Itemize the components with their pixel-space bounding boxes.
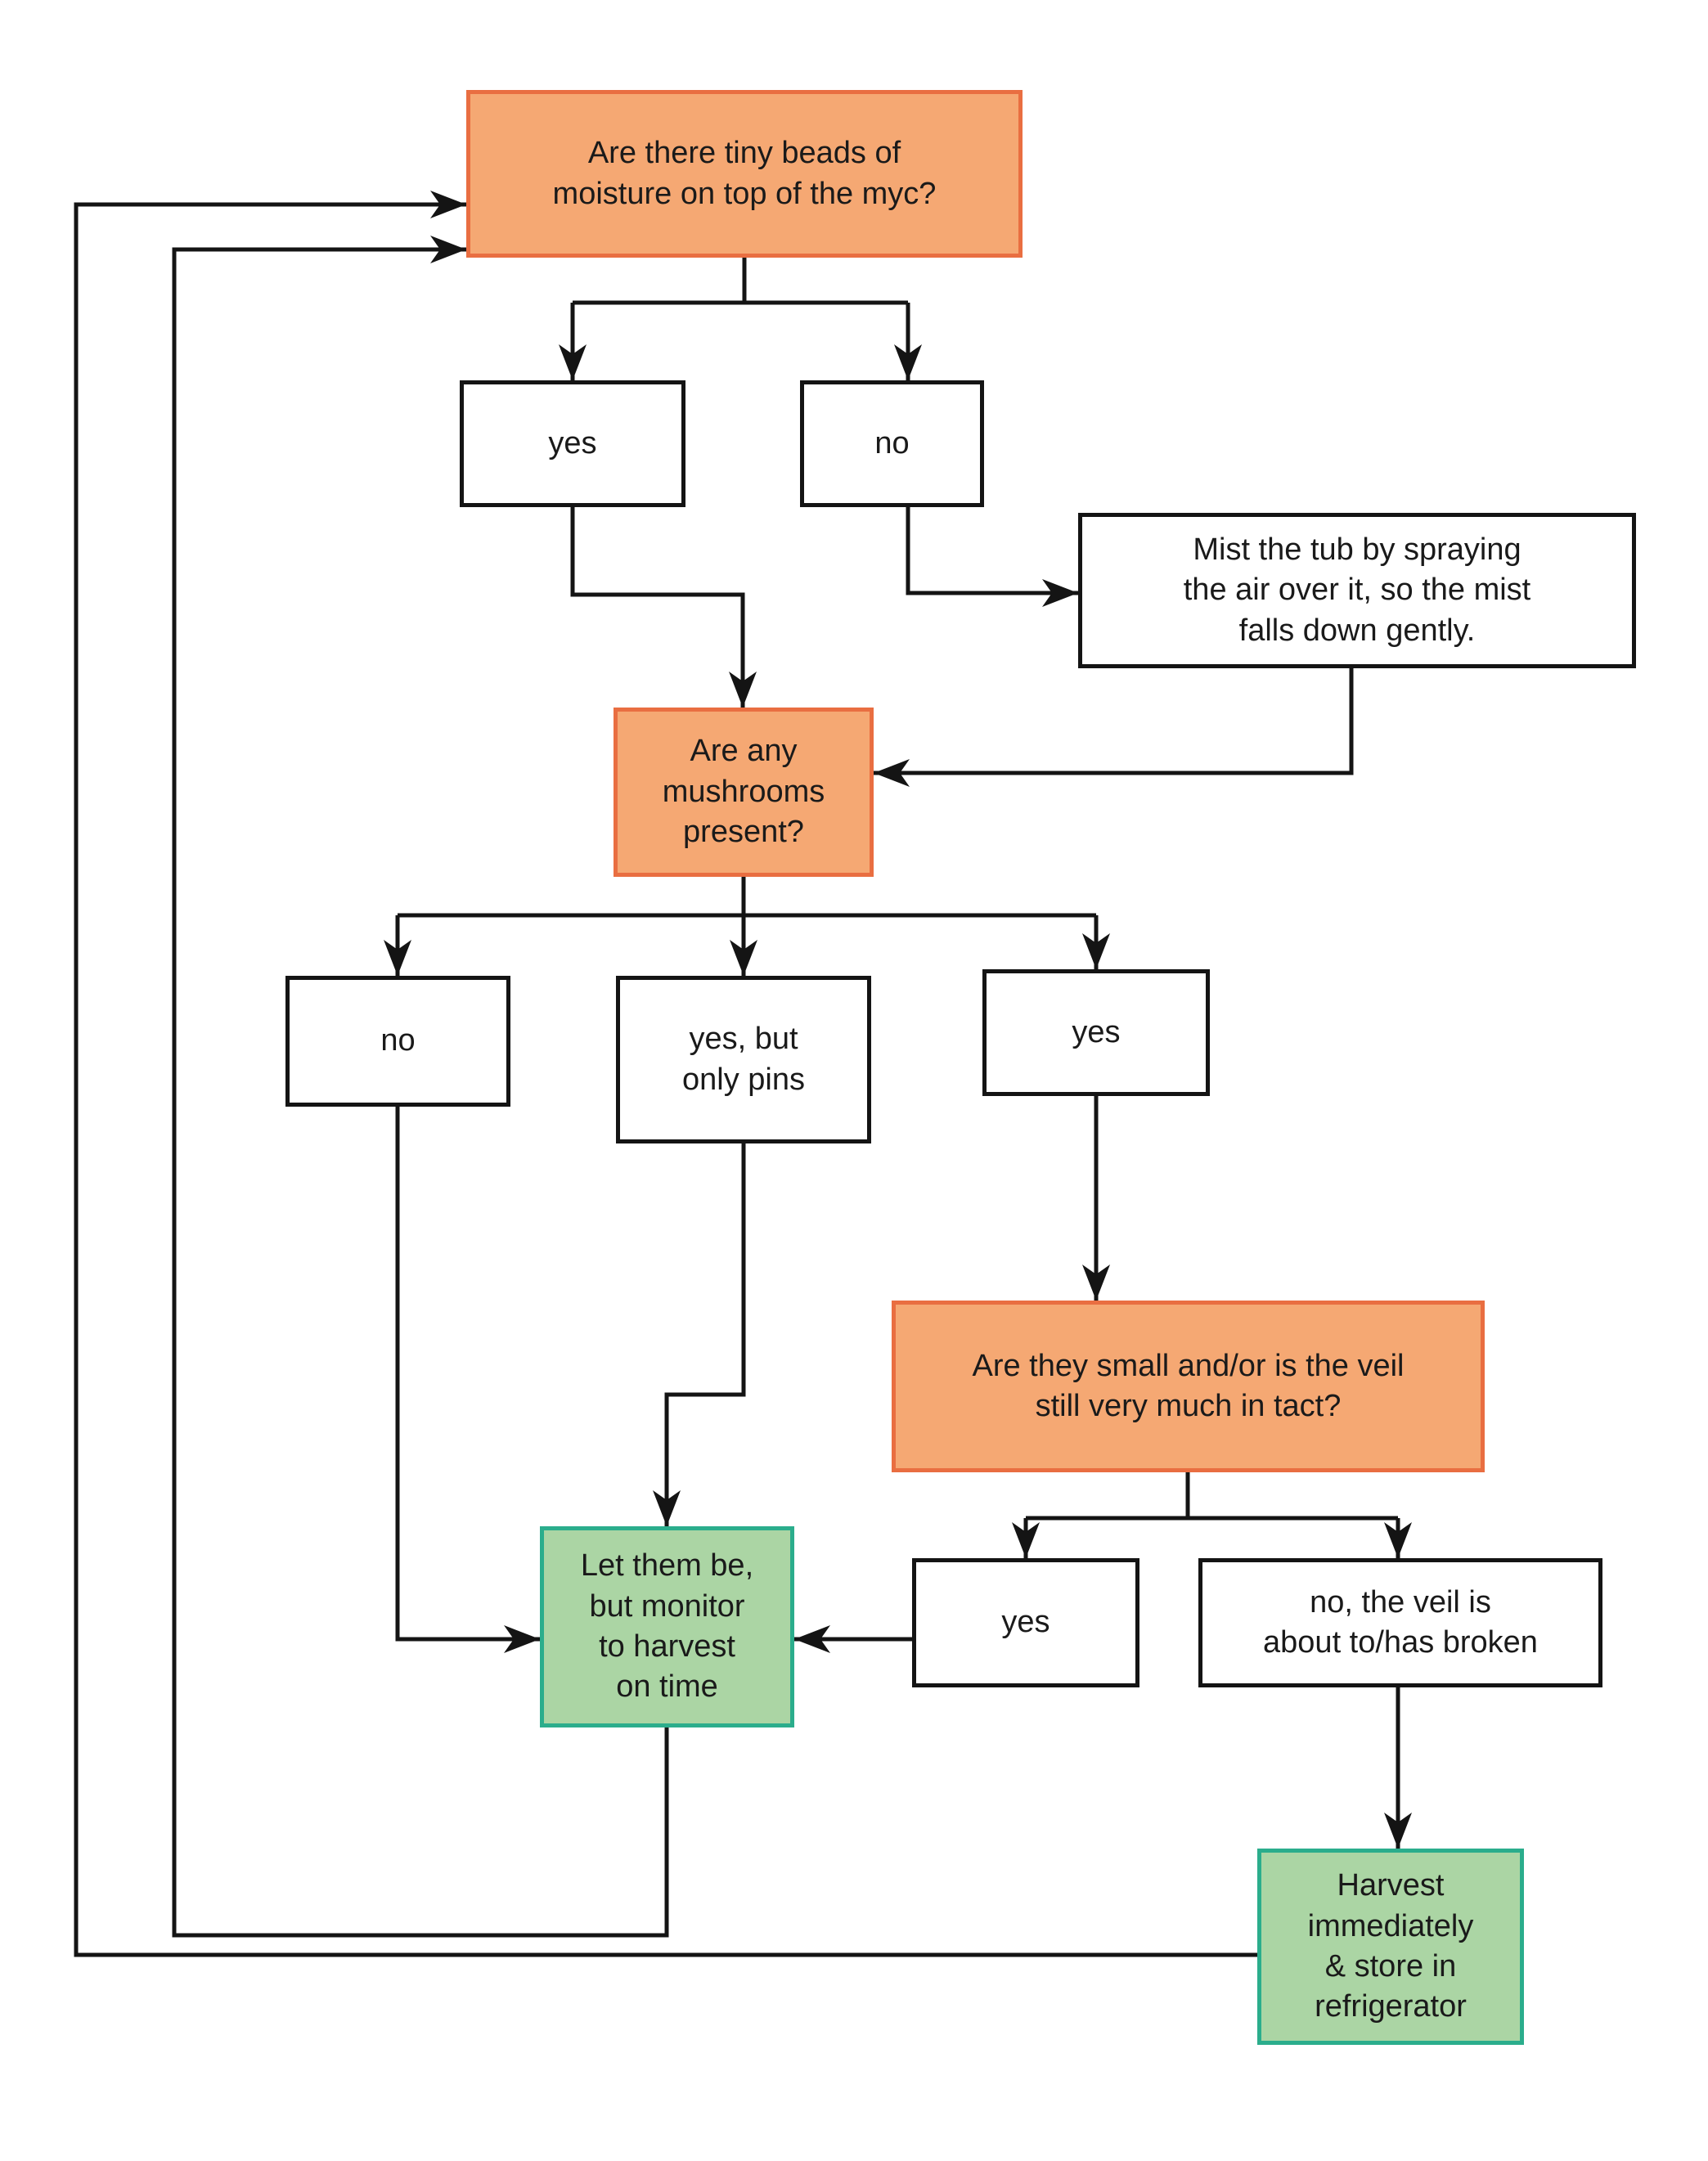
- edge-pins-letbe: [653, 1143, 746, 1526]
- node-action-let-them-be-label: Let them be, but monitor to harvest on t…: [580, 1548, 754, 1705]
- edge-letbe-q1: [172, 236, 669, 1938]
- edge-harvest-q1: [74, 191, 1257, 1957]
- node-question-veil-label: Are they small and/or is the veil still …: [972, 1348, 1405, 1423]
- node-mushrooms-only-pins: yes, but only pins: [616, 976, 871, 1143]
- node-question-mushrooms: Are any mushrooms present?: [614, 708, 874, 877]
- node-question-veil: Are they small and/or is the veil still …: [892, 1301, 1485, 1472]
- node-veil-yes: yes: [912, 1558, 1139, 1687]
- node-action-harvest-label: Harvest immediately & store in refrigera…: [1307, 1868, 1474, 2024]
- node-moisture-no: no: [800, 380, 984, 507]
- edge-no2-letbe: [395, 1107, 540, 1653]
- node-moisture-yes: yes: [460, 380, 685, 507]
- node-mushrooms-no-label: no: [380, 1023, 416, 1058]
- node-mushrooms-no: no: [285, 976, 510, 1107]
- edge-yes1-q2: [570, 507, 757, 708]
- node-moisture-yes-label: yes: [548, 425, 597, 461]
- edge-q3-split: [1026, 1472, 1398, 1521]
- node-veil-broken: no, the veil is about to/has broken: [1198, 1558, 1602, 1687]
- node-action-let-them-be: Let them be, but monitor to harvest on t…: [540, 1526, 794, 1727]
- edge-mist-q2: [874, 668, 1354, 787]
- node-action-harvest: Harvest immediately & store in refrigera…: [1257, 1849, 1524, 2045]
- node-question-mushrooms-label: Are any mushrooms present?: [662, 734, 825, 850]
- node-veil-broken-label: no, the veil is about to/has broken: [1263, 1584, 1538, 1660]
- node-veil-yes-label: yes: [1001, 1605, 1050, 1640]
- edge-q1-split: [573, 258, 908, 305]
- node-moisture-no-label: no: [874, 425, 910, 461]
- node-mist-instruction: Mist the tub by spraying the air over it…: [1078, 513, 1636, 668]
- edge-no1-mist: [906, 507, 1078, 607]
- node-mist-instruction-label: Mist the tub by spraying the air over it…: [1183, 532, 1531, 648]
- edge-q2-split: [398, 877, 1096, 918]
- node-question-moisture: Are there tiny beads of moisture on top …: [466, 90, 1023, 258]
- node-mushrooms-yes-label: yes: [1072, 1014, 1121, 1049]
- node-question-moisture-label: Are there tiny beads of moisture on top …: [552, 136, 937, 211]
- node-mushrooms-only-pins-label: yes, but only pins: [682, 1022, 805, 1097]
- node-mushrooms-yes: yes: [982, 969, 1210, 1096]
